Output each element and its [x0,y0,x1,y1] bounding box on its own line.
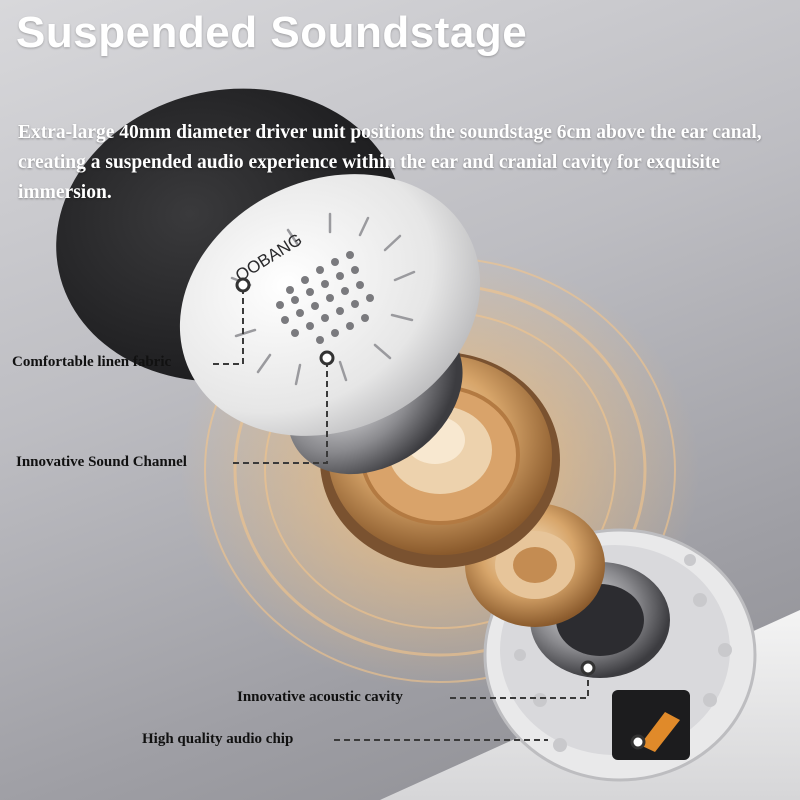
callout-dot [580,660,596,676]
callout-dot [235,277,251,293]
speaker-shell: OOBANG [179,174,481,436]
callout-dot [319,350,335,366]
callout-acoustic-cavity: Innovative acoustic cavity [237,689,403,705]
headline: Suspended Soundstage [16,8,528,57]
description: Extra-large 40mm diameter driver unit po… [18,122,762,203]
callout-leaders [213,285,589,741]
callout-audio-chip: High quality audio chip [142,731,294,747]
callout-dot [630,734,646,750]
callout-sound-channel: Innovative Sound Channel [16,454,187,470]
callout-linen-fabric: Comfortable linen fabric [12,354,172,370]
callout-dots [235,277,646,750]
